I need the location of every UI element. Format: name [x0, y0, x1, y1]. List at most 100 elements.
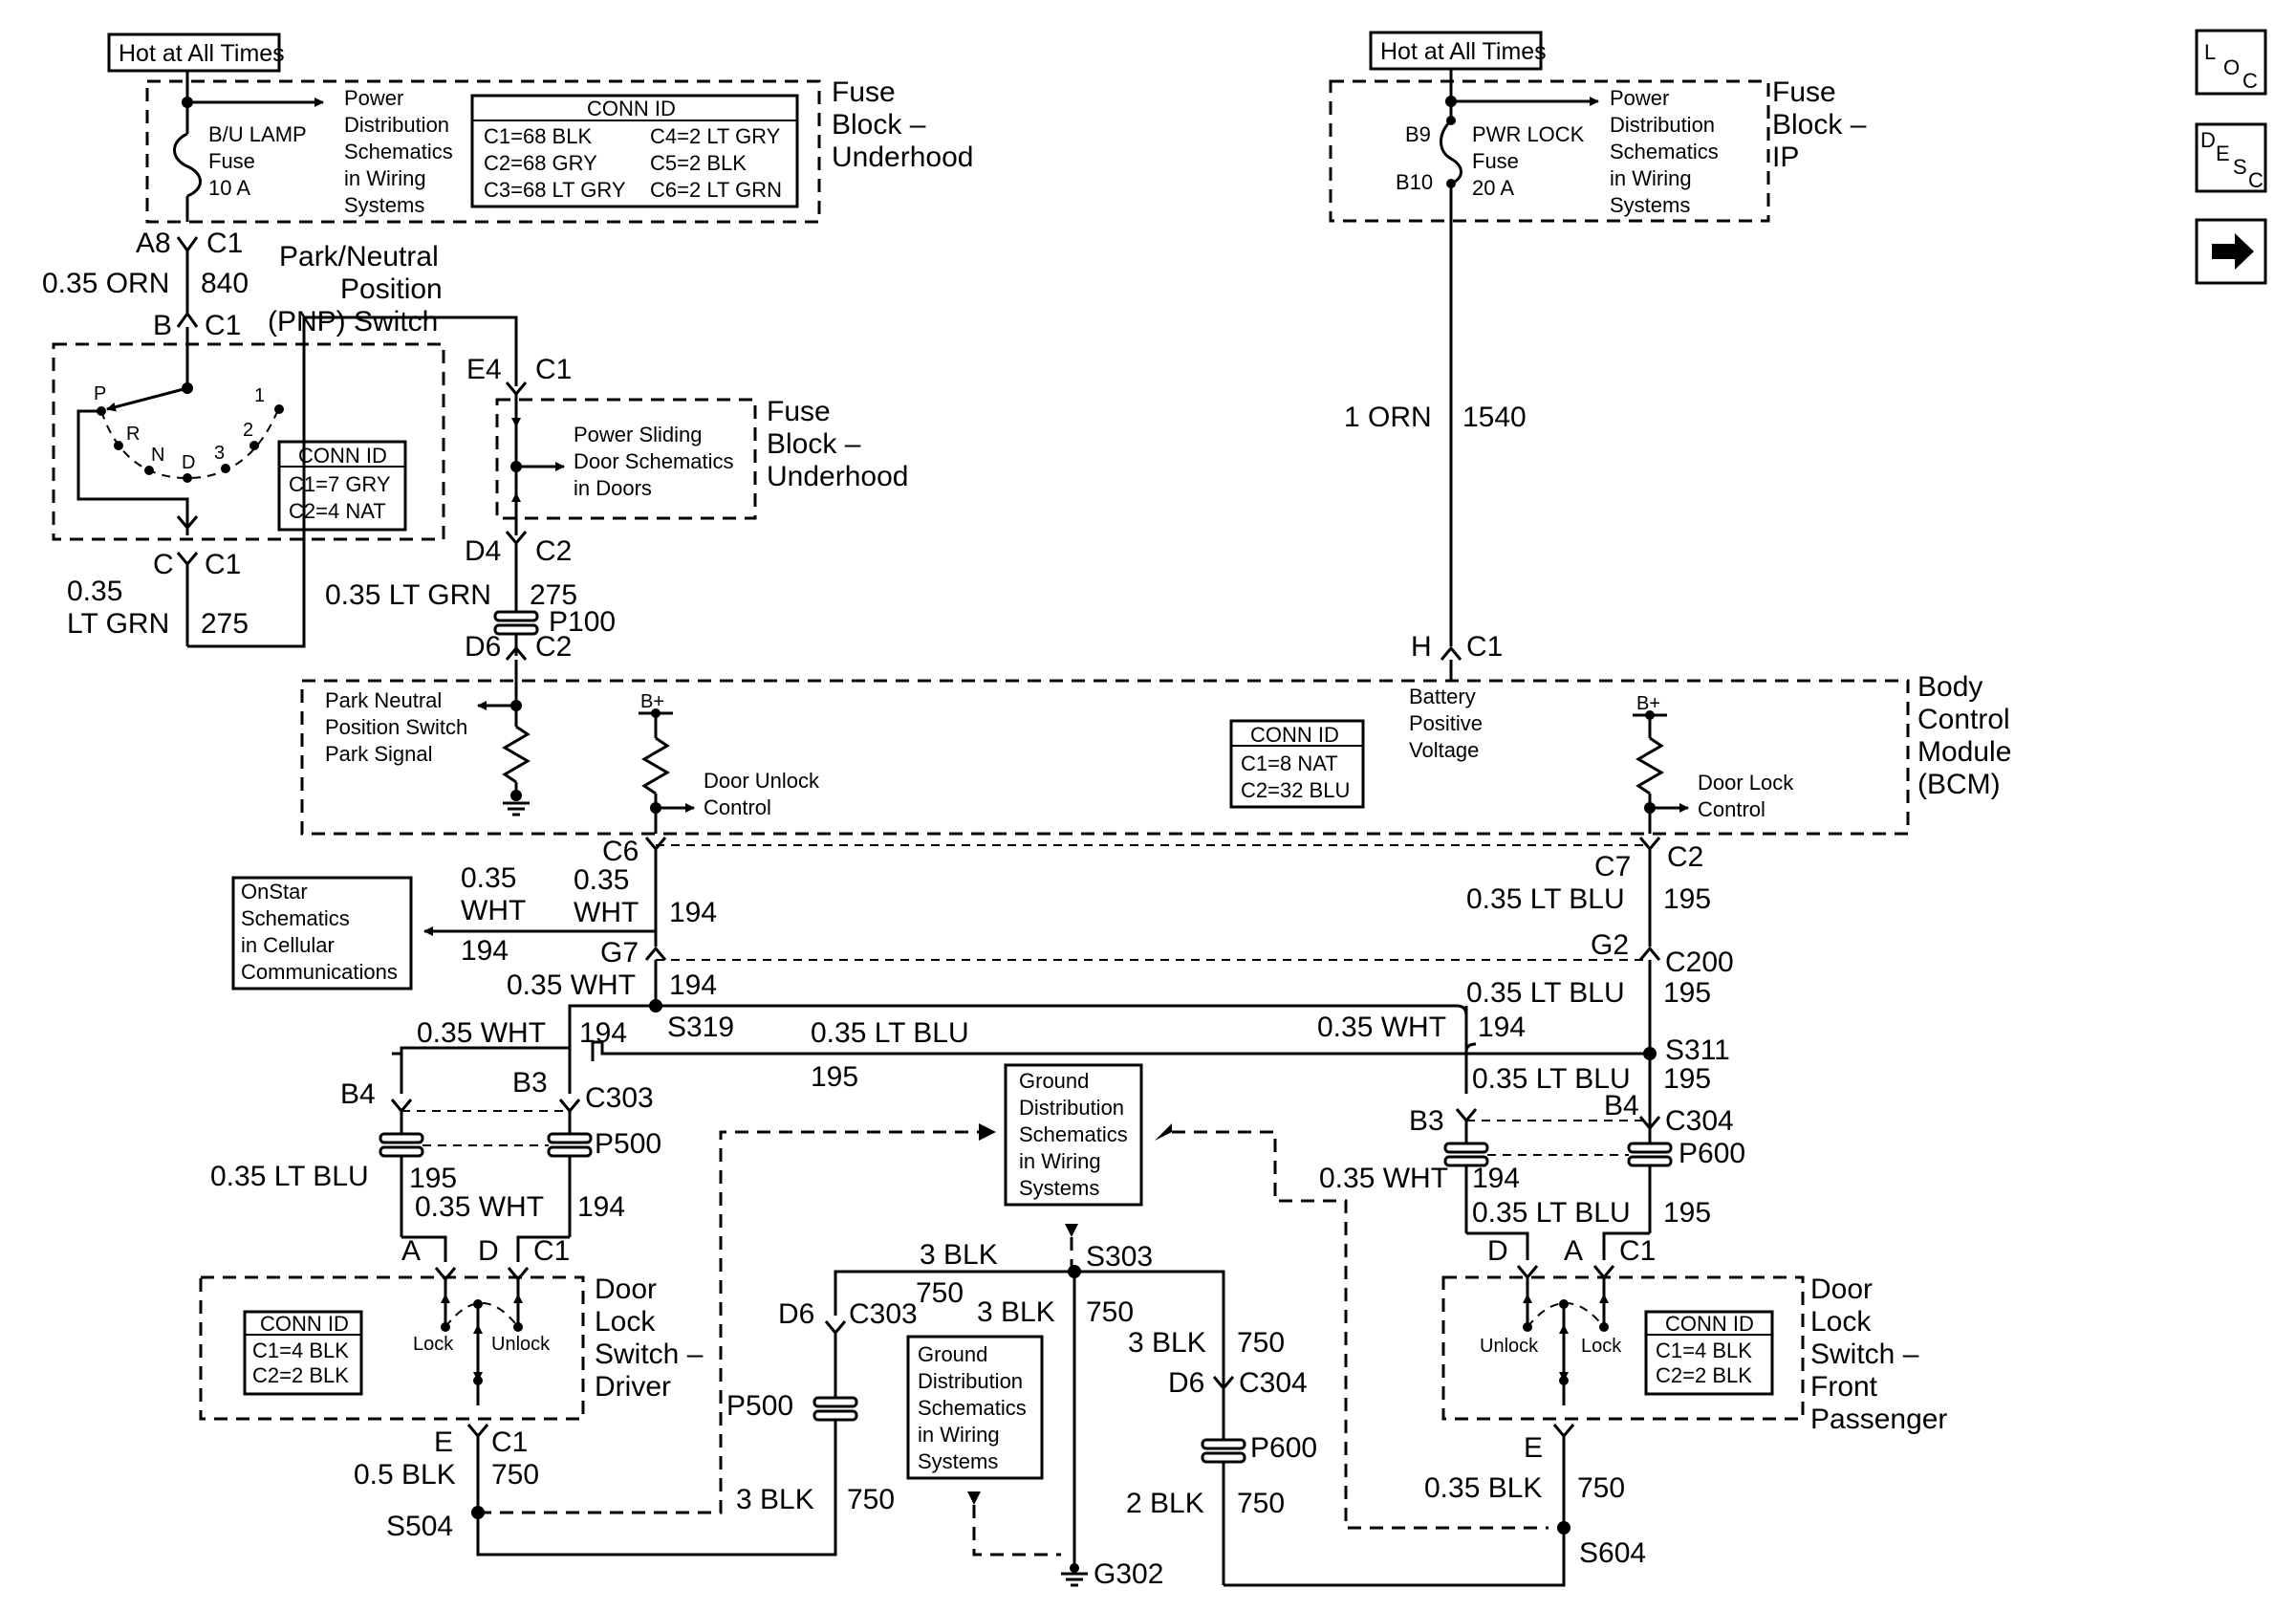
power-sliding-door-ref[interactable]: Power Sliding	[574, 423, 703, 446]
loc-button[interactable]: L O C	[2195, 29, 2267, 96]
svg-text:0.35 LT BLU: 0.35 LT BLU	[210, 1161, 369, 1192]
desc-button[interactable]: D E S C	[2195, 122, 2267, 193]
svg-text:Underhood: Underhood	[767, 461, 908, 492]
svg-text:C304: C304	[1239, 1367, 1308, 1399]
svg-text:750: 750	[1086, 1296, 1134, 1328]
svg-text:D: D	[2200, 128, 2216, 152]
svg-text:E: E	[434, 1426, 453, 1458]
svg-text:Door Schematics: Door Schematics	[574, 449, 734, 473]
svg-text:P500: P500	[595, 1128, 661, 1160]
power-distribution-ref-ip[interactable]: Power	[1610, 86, 1669, 110]
svg-text:C: C	[2242, 69, 2258, 93]
svg-text:L: L	[2204, 40, 2216, 64]
svg-text:IP: IP	[1772, 142, 1799, 173]
svg-text:E: E	[2216, 142, 2230, 165]
svg-text:D: D	[478, 1235, 499, 1267]
svg-text:Unlock: Unlock	[491, 1334, 551, 1355]
wire-275: C C1 0.35 LT GRN 275 E4 C1	[67, 316, 572, 648]
svg-text:195: 195	[1663, 883, 1711, 915]
svg-text:C2=2 BLK: C2=2 BLK	[1656, 1363, 1752, 1387]
svg-text:Door Lock: Door Lock	[1698, 771, 1794, 795]
svg-text:Systems: Systems	[1019, 1176, 1099, 1200]
svg-text:P500: P500	[726, 1390, 793, 1422]
passenger-switch-conn-id	[1644, 1310, 1774, 1396]
svg-text:in Doors: in Doors	[574, 476, 652, 500]
svg-text:D6: D6	[1168, 1367, 1204, 1399]
onstar-ref[interactable]: OnStar Schematics in Cellular Communicat…	[231, 876, 413, 991]
conn-id-table	[470, 94, 799, 208]
next-arrow-button[interactable]	[2195, 218, 2267, 285]
svg-text:S303: S303	[1086, 1241, 1153, 1273]
svg-text:3 BLK: 3 BLK	[920, 1239, 998, 1271]
svg-text:Block –: Block –	[832, 109, 926, 141]
svg-text:2: 2	[243, 420, 253, 441]
svg-text:PWR LOCK: PWR LOCK	[1472, 122, 1585, 146]
resistor-icon	[641, 736, 670, 795]
svg-text:C200: C200	[1665, 947, 1734, 978]
svg-text:194: 194	[669, 969, 717, 1001]
pnp-selector-arm	[106, 386, 188, 412]
svg-text:3 BLK: 3 BLK	[977, 1296, 1055, 1328]
ground-g302: G302	[1061, 1555, 1163, 1590]
svg-text:C4=2 LT GRY: C4=2 LT GRY	[650, 124, 781, 148]
hot-at-all-times-label	[107, 33, 281, 73]
svg-text:0.35: 0.35	[461, 862, 516, 894]
wire-750-s303: 3 BLK S303 750 3 BLK 750 D6 C303 P500 3 …	[726, 1239, 1566, 1587]
svg-text:Door Unlock: Door Unlock	[704, 769, 820, 793]
svg-text:Schematics: Schematics	[1019, 1122, 1128, 1146]
svg-text:Underhood: Underhood	[832, 142, 973, 173]
svg-text:S319: S319	[667, 1012, 734, 1043]
svg-text:C6: C6	[602, 836, 639, 867]
svg-text:Block –: Block –	[1772, 109, 1867, 141]
svg-text:B3: B3	[1409, 1105, 1444, 1137]
svg-text:750: 750	[1577, 1472, 1625, 1504]
svg-text:Schematics: Schematics	[344, 140, 453, 163]
ground-distribution-ref-bottom[interactable]: Ground Distribution Schematics in Wiring…	[906, 1335, 1044, 1480]
svg-text:C: C	[153, 549, 174, 580]
svg-text:Position: Position	[340, 273, 443, 305]
svg-text:3: 3	[214, 443, 225, 464]
svg-text:S604: S604	[1579, 1537, 1646, 1569]
svg-text:C1=7 GRY: C1=7 GRY	[289, 472, 391, 496]
pnp-switch: Park/Neutral Position (PNP) Switch P R N…	[52, 241, 445, 541]
svg-text:B/U LAMP: B/U LAMP	[208, 122, 307, 146]
svg-text:C1=4 BLK: C1=4 BLK	[1656, 1339, 1752, 1362]
svg-text:Lock: Lock	[1581, 1336, 1622, 1357]
svg-text:C303: C303	[849, 1298, 918, 1330]
svg-text:WHT: WHT	[461, 895, 526, 926]
svg-text:Systems: Systems	[1610, 193, 1690, 217]
svg-text:R: R	[126, 424, 140, 445]
svg-text:Distribution: Distribution	[1610, 113, 1715, 137]
svg-text:P600: P600	[1250, 1432, 1317, 1464]
svg-text:Park Signal: Park Signal	[325, 742, 433, 766]
power-distribution-ref[interactable]: Power	[344, 86, 403, 110]
svg-text:N: N	[151, 445, 164, 466]
svg-text:194: 194	[1478, 1012, 1526, 1043]
svg-text:G7: G7	[600, 937, 639, 969]
svg-text:in Wiring: in Wiring	[1610, 166, 1692, 190]
svg-text:G2: G2	[1591, 929, 1629, 961]
svg-text:750: 750	[847, 1484, 895, 1515]
svg-text:0.35 LT BLU: 0.35 LT BLU	[811, 1017, 969, 1049]
svg-text:C2: C2	[535, 535, 572, 567]
svg-text:C1: C1	[491, 1426, 528, 1458]
svg-text:E4: E4	[466, 354, 502, 385]
fuse-block-underhood: Hot at All Times B/U LAMP Fuse 10 A Powe…	[107, 33, 973, 224]
svg-text:Switch –: Switch –	[595, 1339, 704, 1370]
svg-text:C1: C1	[205, 549, 241, 580]
svg-text:C1: C1	[1619, 1235, 1656, 1267]
svg-text:C1: C1	[206, 228, 243, 259]
svg-text:Passenger: Passenger	[1810, 1404, 1947, 1435]
svg-text:Systems: Systems	[344, 193, 424, 217]
svg-text:C2: C2	[535, 631, 572, 663]
svg-text:S311: S311	[1665, 1034, 1730, 1066]
svg-text:A8: A8	[136, 228, 171, 259]
connector-c303-p500: B4 B3 C303 P500 0.35 LT BLU 195 0.35 WHT…	[210, 1067, 661, 1282]
svg-text:195: 195	[409, 1163, 457, 1194]
svg-text:Distribution: Distribution	[1019, 1096, 1124, 1120]
ground-distribution-ref-top[interactable]: Ground Distribution Schematics in Wiring…	[1004, 1063, 1143, 1207]
svg-text:750: 750	[916, 1277, 964, 1309]
svg-text:E: E	[1524, 1432, 1543, 1464]
connector-c304-p600: B3 B4 C304 P600 0.35 WHT 194 0.35 LT BLU…	[1319, 1090, 1745, 1280]
